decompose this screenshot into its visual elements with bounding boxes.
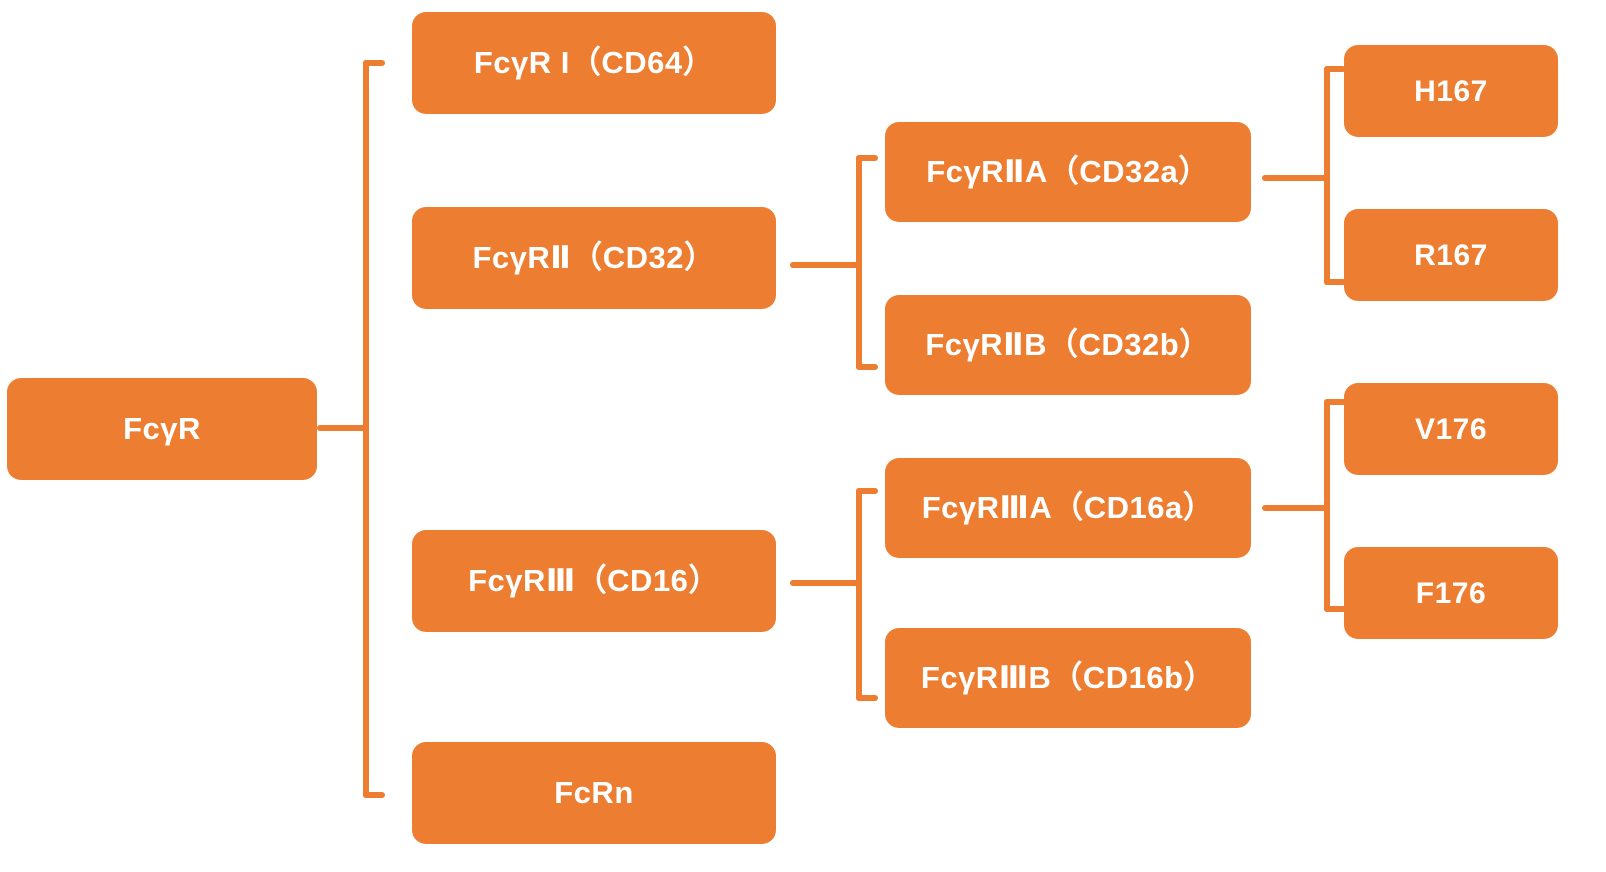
connector-cd32a-bottom-cap [1324, 279, 1346, 285]
node-fcgr3a-cd16a[interactable]: FcγRⅢA（CD16a） [885, 458, 1251, 558]
connector-fcgr2-bottom-cap [856, 364, 878, 370]
connector-fcgr3-stem [790, 580, 862, 586]
connector-fcgr2-stem [790, 262, 862, 268]
node-allele-r167[interactable]: R167 [1344, 209, 1558, 301]
connector-fcgr3-spine [856, 488, 862, 701]
node-fcgr-root[interactable]: FcγR [7, 378, 317, 480]
connector-cd16a-stem [1262, 505, 1330, 511]
connector-cd32a-stem [1262, 175, 1330, 181]
connector-fcgr2-spine [856, 155, 862, 370]
node-fcgr2-cd32[interactable]: FcγRⅡ（CD32） [412, 207, 776, 309]
connector-cd32a-spine [1324, 66, 1330, 285]
connector-root-bottom-cap [363, 792, 385, 798]
connector-cd32a-top-cap [1324, 66, 1346, 72]
node-allele-f176[interactable]: F176 [1344, 547, 1558, 639]
connector-root-stem [317, 425, 367, 431]
connector-cd16a-spine [1324, 399, 1330, 612]
node-fcgr3-cd16[interactable]: FcγRⅢ（CD16） [412, 530, 776, 632]
connector-root-spine [363, 60, 369, 798]
connector-fcgr3-top-cap [856, 488, 878, 494]
connector-fcgr3-bottom-cap [856, 695, 878, 701]
node-fcgr2a-cd32a[interactable]: FcγRⅡA（CD32a） [885, 122, 1251, 222]
node-allele-v176[interactable]: V176 [1344, 383, 1558, 475]
connector-cd16a-top-cap [1324, 399, 1346, 405]
node-fcgr1-cd64[interactable]: FcγR I（CD64） [412, 12, 776, 114]
node-fcgr3b-cd16b[interactable]: FcγRⅢB（CD16b） [885, 628, 1251, 728]
connector-fcgr2-top-cap [856, 155, 878, 161]
node-fcrn[interactable]: FcRn [412, 742, 776, 844]
node-fcgr2b-cd32b[interactable]: FcγRⅡB（CD32b） [885, 295, 1251, 395]
node-allele-h167[interactable]: H167 [1344, 45, 1558, 137]
connector-cd16a-bottom-cap [1324, 606, 1346, 612]
connector-root-top-cap [363, 60, 385, 66]
